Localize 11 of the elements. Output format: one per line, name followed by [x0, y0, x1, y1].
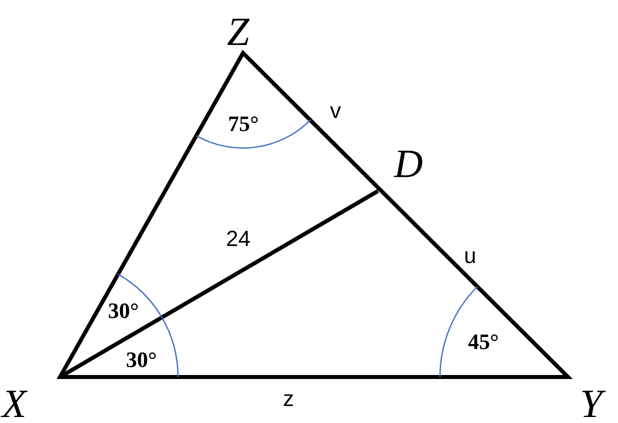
- angle-label: 30°: [126, 349, 157, 371]
- angle-label: 45°: [468, 331, 499, 353]
- side-label: z: [283, 388, 294, 410]
- vertex-label: D: [394, 144, 423, 184]
- angle-label: 75°: [228, 113, 259, 135]
- angle-label: 30°: [108, 300, 139, 322]
- vertex-label: X: [2, 384, 26, 423]
- length-label: 24: [226, 228, 250, 250]
- side-label: v: [330, 100, 341, 122]
- side-label: u: [464, 245, 476, 267]
- vertex-label: Z: [227, 12, 250, 52]
